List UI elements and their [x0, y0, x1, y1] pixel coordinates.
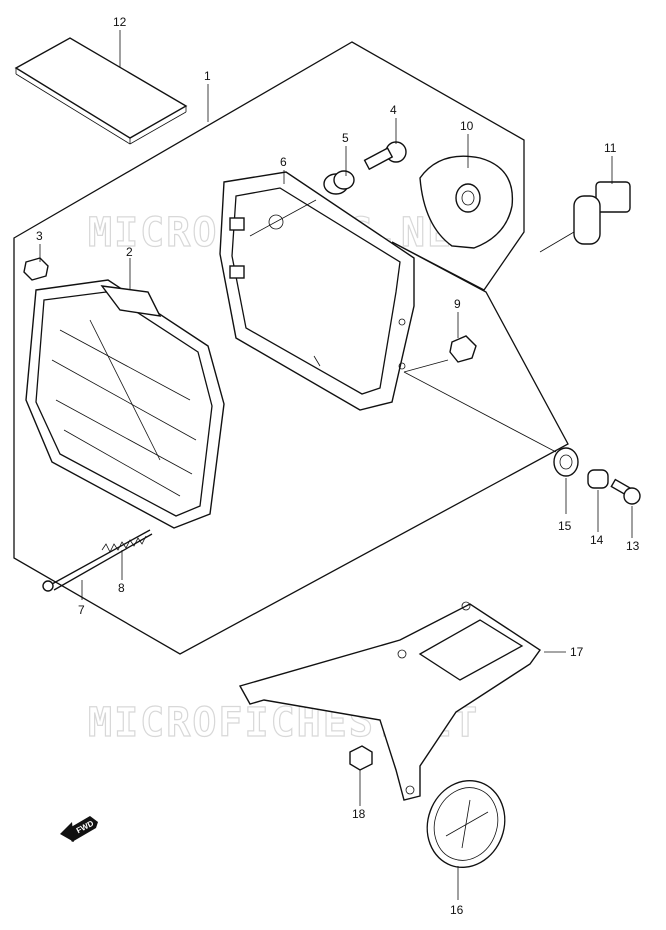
callout-1: 1: [204, 69, 211, 83]
assembly-outline: [13, 41, 569, 655]
label-sticker: [14, 37, 188, 145]
callout-17: 17: [570, 645, 584, 659]
callout-7: 7: [78, 603, 85, 617]
callout-12: 12: [113, 15, 127, 29]
callout-6: 6: [280, 155, 287, 169]
nut-3: [23, 257, 49, 281]
screw-4: [363, 141, 407, 171]
collar-14: [587, 469, 609, 489]
callout-11: 11: [604, 141, 617, 155]
callout-10: 10: [460, 119, 474, 133]
headlight-bracket: [238, 601, 541, 801]
leader-lines: [39, 30, 633, 900]
callout-9: 9: [454, 297, 461, 311]
callout-15: 15: [558, 519, 572, 533]
callout-14: 14: [590, 533, 604, 547]
callout-3: 3: [36, 229, 43, 243]
clip-9: [403, 335, 477, 373]
callout-13: 13: [626, 539, 640, 553]
callout-16: 16: [450, 903, 464, 917]
socket-cover: [419, 155, 514, 249]
headlight-unit: [25, 279, 225, 529]
callout-2: 2: [126, 245, 133, 259]
grommet-15: [403, 371, 579, 477]
screw-7: [42, 529, 153, 592]
callout-5: 5: [342, 131, 349, 145]
headlight-bulb: [539, 181, 631, 253]
callout-4: 4: [390, 103, 397, 117]
callout-18: 18: [352, 807, 366, 821]
fwd-arrow: FWD: [60, 816, 98, 842]
nut-18: [349, 745, 373, 771]
housing-frame: [219, 171, 415, 411]
reflector: [426, 779, 506, 869]
callout-8: 8: [118, 581, 125, 595]
grommet-5: [249, 170, 355, 237]
spring-8: [101, 535, 147, 553]
bolt-13: [610, 478, 641, 505]
